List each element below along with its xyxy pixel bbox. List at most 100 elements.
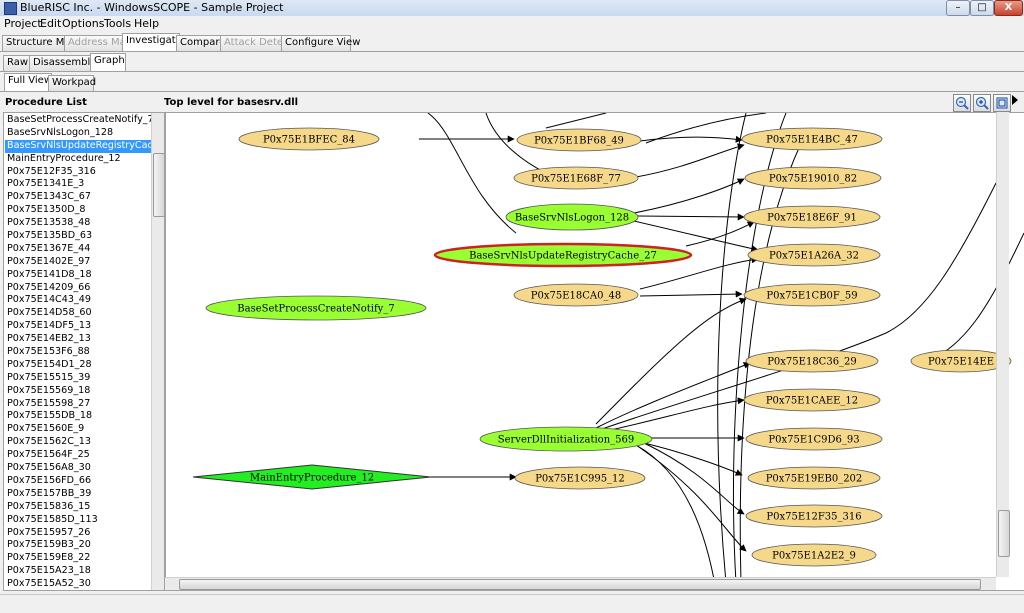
tab-full-view[interactable]: Full View [4,73,52,92]
list-item[interactable]: P0x75E1341E_3 [7,178,85,190]
list-item[interactable]: P0x75E15598_27 [7,397,91,409]
list-item[interactable]: P0x75E156FD_66 [7,474,92,486]
graph-node[interactable] [479,426,653,452]
list-item[interactable]: P0x75E1350D_8 [7,204,86,216]
menu-options[interactable]: Options [62,17,105,30]
graph-node[interactable] [505,203,639,231]
list-item[interactable]: MainEntryProcedure_12 [7,152,121,164]
tab-attack-detect[interactable]: Attack Detect [220,35,292,52]
list-item[interactable]: P0x75E15957_26 [7,526,91,538]
menu-edit[interactable]: Edit [40,17,62,30]
zoom-in-icon[interactable] [973,94,991,112]
tab-configure-view[interactable]: Configure View [281,35,360,52]
menu-project[interactable]: Project [4,17,42,30]
graph-node[interactable] [743,283,881,307]
list-item[interactable]: P0x75E141D8_18 [7,268,92,280]
graph-node[interactable] [751,543,877,567]
graph-node-label: P0x75E12F35_316 [766,512,861,523]
list-item[interactable]: BaseSrvNlsUpdateRegistryCache_27 [5,139,153,153]
list-item[interactable]: P0x75E1585D_113 [7,513,98,525]
graph-edge [925,232,1024,364]
close-button[interactable]: X [994,0,1023,16]
graph-node[interactable] [910,349,1012,373]
tab-address-map[interactable]: Address Map [64,35,132,52]
list-item[interactable]: P0x75E12F35_316 [7,165,96,177]
zoom-out-icon[interactable] [953,94,971,112]
list-item[interactable]: P0x75E1343C_67 [7,191,91,203]
list-item[interactable]: P0x75E1402E_97 [7,255,91,267]
list-item[interactable]: BaseSetProcessCreateNotify_7 [7,114,153,125]
graph-node[interactable] [741,127,883,151]
list-item[interactable]: P0x75E1564F_25 [7,449,90,461]
tab-investigate[interactable]: Investigate [122,33,182,52]
graph-vertical-scroll-thumb[interactable] [998,510,1010,557]
graph-node[interactable] [238,127,380,151]
list-item[interactable]: P0x75E15A23_18 [7,565,91,577]
graph-node[interactable] [513,166,639,190]
list-item[interactable]: P0x75E1562C_13 [7,436,91,448]
graph-node[interactable] [745,349,879,373]
list-item[interactable]: P0x75E155DB_18 [7,410,93,422]
procedure-list-header: Procedure List [5,97,87,108]
graph-node[interactable] [745,427,883,451]
graph-node[interactable] [747,466,881,490]
graph-node[interactable] [743,205,881,229]
graph-edge [635,444,747,552]
list-item[interactable]: P0x75E14C43_49 [7,294,91,306]
list-item[interactable]: P0x75E15515_39 [7,371,91,383]
list-item[interactable]: P0x75E15836_15 [7,500,91,512]
procedure-list-scrollbar[interactable] [151,113,164,590]
tab-compare[interactable]: Compare [176,35,225,52]
tab-structure-map[interactable]: Structure Map [2,35,77,52]
graph-node[interactable] [744,166,882,190]
graph-vertical-scrollbar[interactable] [996,112,1010,577]
fit-to-window-icon[interactable] [993,94,1011,112]
list-item[interactable]: P0x75E154D1_28 [7,358,92,370]
list-item[interactable]: P0x75E14EB2_13 [7,333,91,345]
graph-node[interactable] [513,283,639,307]
graph-node[interactable] [743,388,881,412]
minimize-button[interactable]: – [946,0,970,16]
list-item[interactable]: P0x75E15569_18 [7,384,91,396]
graph-node[interactable] [516,128,642,152]
graph-edge [595,182,997,432]
graph-node[interactable] [745,504,883,528]
graph-horizontal-scroll-thumb[interactable] [179,579,981,590]
graph-node[interactable] [747,243,881,267]
maximize-button[interactable]: □ [970,0,994,16]
list-item[interactable]: P0x75E1367E_44 [7,242,91,254]
list-item[interactable]: BaseSrvNlsLogon_128 [7,126,114,138]
menu-tools[interactable]: Tools [104,17,132,30]
graph-node-label: P0x75E19EB0_202 [766,474,863,485]
tab-workpad[interactable]: Workpad [48,75,96,92]
list-item[interactable]: P0x75E159E8_22 [7,552,91,564]
graph-node[interactable] [205,295,427,321]
list-item[interactable]: P0x75E135BD_63 [7,230,93,242]
collapse-arrow-icon[interactable] [1012,95,1018,105]
graph-node[interactable] [192,464,432,490]
list-item[interactable]: P0x75E13538_48 [7,217,91,229]
graph-node[interactable] [433,242,693,268]
procedure-list-scroll-thumb[interactable] [153,153,164,217]
list-item[interactable]: P0x75E15A52_30 [7,578,91,590]
tab-graph[interactable]: Graph [90,53,126,72]
list-item[interactable]: P0x75E157BB_39 [7,487,92,499]
list-item[interactable]: P0x75E156A8_30 [7,462,91,474]
graph-edge [645,113,767,144]
list-item[interactable]: P0x75E14209_66 [7,281,91,293]
tab-disassembled[interactable]: Disassembled [29,55,103,72]
list-item[interactable]: P0x75E14DF5_13 [7,320,92,332]
divider [0,51,1024,52]
list-item[interactable]: P0x75E14D58_60 [7,307,92,319]
graph-edge [605,397,745,432]
list-item[interactable]: P0x75E159B3_20 [7,539,91,551]
list-item[interactable]: P0x75E153F6_88 [7,346,90,358]
graph-edge [633,178,745,214]
list-item[interactable]: P0x75E1560E_9 [7,423,85,435]
graph-node-label: P0x75E1C995_12 [535,474,625,485]
menu-help[interactable]: Help [134,17,160,30]
graph-horizontal-scrollbar[interactable] [165,577,996,590]
graph-node[interactable] [514,466,646,490]
